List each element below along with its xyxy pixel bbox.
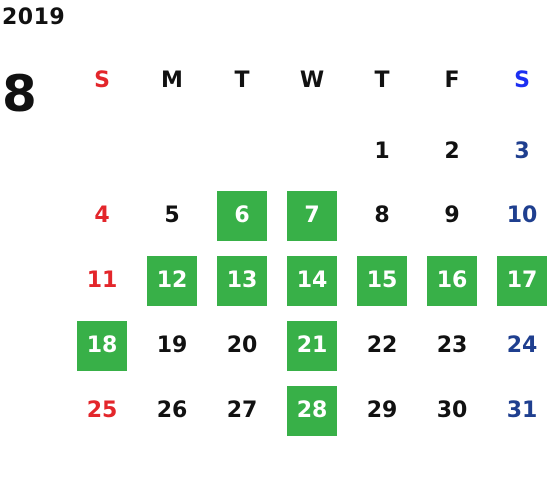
weekday-header-saturday: S xyxy=(514,68,530,93)
day-cell-5[interactable]: 5 xyxy=(164,203,180,228)
weekday-header-wednesday: W xyxy=(299,68,325,93)
day-cell-21[interactable]: 21 xyxy=(287,321,337,371)
day-cell-13[interactable]: 13 xyxy=(217,256,267,306)
calendar-month: 8 xyxy=(2,65,37,123)
day-cell-7[interactable]: 7 xyxy=(287,191,337,241)
day-cell-10[interactable]: 10 xyxy=(506,203,538,228)
day-cell-17[interactable]: 17 xyxy=(497,256,547,306)
day-cell-6[interactable]: 6 xyxy=(217,191,267,241)
day-cell-27[interactable]: 27 xyxy=(226,398,258,423)
day-cell-14[interactable]: 14 xyxy=(287,256,337,306)
day-cell-23[interactable]: 23 xyxy=(436,333,468,358)
day-cell-9[interactable]: 9 xyxy=(444,203,460,228)
day-cell-18[interactable]: 18 xyxy=(77,321,127,371)
day-cell-22[interactable]: 22 xyxy=(366,333,398,358)
weekday-header-friday: F xyxy=(444,68,460,93)
day-cell-8[interactable]: 8 xyxy=(374,203,390,228)
day-cell-16[interactable]: 16 xyxy=(427,256,477,306)
calendar-year: 2019 xyxy=(2,5,66,30)
weekday-header-monday: M xyxy=(161,68,183,93)
day-cell-28[interactable]: 28 xyxy=(287,386,337,436)
day-cell-29[interactable]: 29 xyxy=(366,398,398,423)
day-cell-19[interactable]: 19 xyxy=(156,333,188,358)
weekday-header-tuesday: T xyxy=(234,68,250,93)
weekday-header-thursday: T xyxy=(374,68,390,93)
day-cell-30[interactable]: 30 xyxy=(436,398,468,423)
day-cell-25[interactable]: 25 xyxy=(86,398,118,423)
day-cell-24[interactable]: 24 xyxy=(506,333,538,358)
day-cell-11[interactable]: 11 xyxy=(86,268,118,293)
day-cell-3[interactable]: 3 xyxy=(514,139,530,164)
day-cell-2[interactable]: 2 xyxy=(444,139,460,164)
day-cell-4[interactable]: 4 xyxy=(94,203,110,228)
day-cell-26[interactable]: 26 xyxy=(156,398,188,423)
day-cell-1[interactable]: 1 xyxy=(374,139,390,164)
day-cell-20[interactable]: 20 xyxy=(226,333,258,358)
day-cell-31[interactable]: 31 xyxy=(506,398,538,423)
weekday-header-sunday: S xyxy=(94,68,110,93)
day-cell-12[interactable]: 12 xyxy=(147,256,197,306)
day-cell-15[interactable]: 15 xyxy=(357,256,407,306)
